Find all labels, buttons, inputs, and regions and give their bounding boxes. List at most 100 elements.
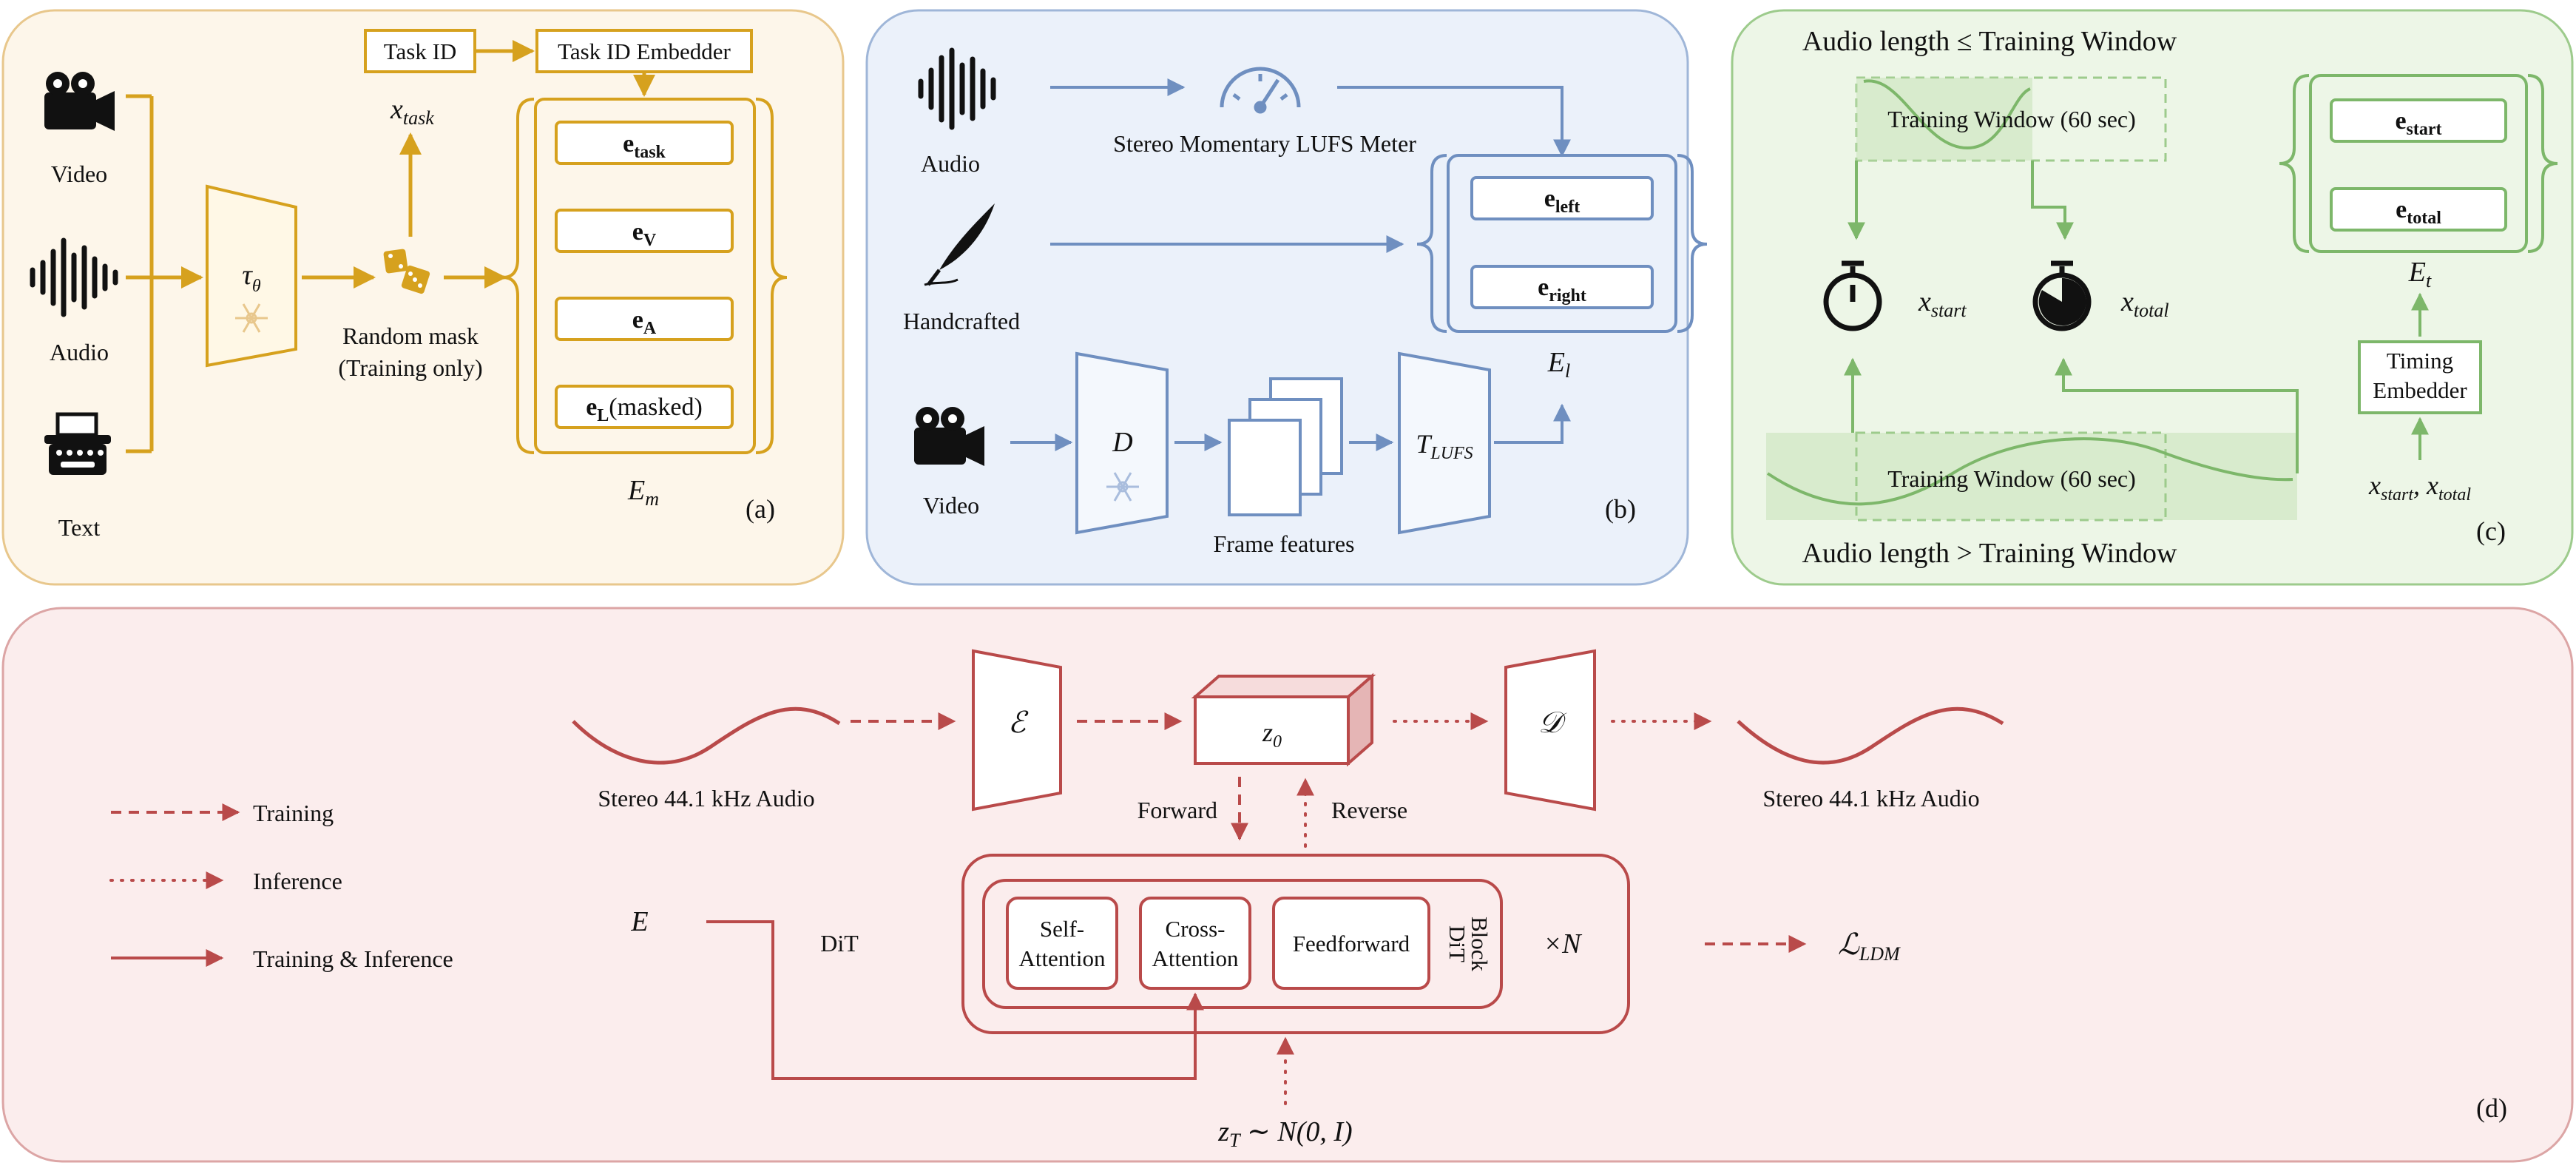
arrow-bottom-to-total — [2055, 357, 2299, 473]
e-task-box — [555, 121, 734, 165]
arrow-window-to-total — [2031, 161, 2074, 240]
random-mask-label: Random mask — [342, 323, 479, 349]
output-audio-label: Stereo 44.1 kHz Audio — [1762, 785, 1979, 812]
task-id-embedder-box — [535, 29, 753, 73]
dit-outer-frame — [961, 854, 1630, 1034]
video-encoder-trapezoid — [1075, 351, 1169, 535]
frozen-snowflake-icon-b — [1106, 472, 1139, 502]
bottom-window-label: Training Window (60 sec) — [1887, 465, 2136, 492]
E-m-label: Em — [627, 475, 659, 510]
output-audio-wave — [1737, 706, 2004, 765]
e-total-box — [2330, 187, 2507, 232]
task-id-label: Task ID — [384, 38, 457, 64]
latent-z0-label: z0 — [1262, 718, 1282, 752]
feedforward-label: Feedforward — [1293, 931, 1410, 957]
vae-encoder-label: ℰ — [1008, 706, 1029, 739]
right-brace-b — [1677, 154, 1708, 333]
text-label: Text — [58, 514, 101, 541]
frozen-snowflake-icon — [235, 303, 268, 333]
random-mask-note: (Training only) — [338, 354, 482, 381]
bottom-training-window — [1855, 431, 2167, 522]
legend-training-label: Training — [253, 800, 334, 826]
cross-attention-box — [1139, 897, 1251, 990]
E-l-label: El — [1547, 347, 1570, 382]
panel-b-tag: (b) — [1605, 494, 1636, 524]
panel-d-background — [1, 607, 2574, 1163]
panel-d: Training Inference Training & Inference … — [1, 607, 2574, 1163]
audio-waveform-icon — [918, 47, 996, 130]
timing-embedder-line1: Timing — [2387, 348, 2453, 374]
timing-embedder-line2: Embedder — [2373, 377, 2467, 403]
short-audio-title: Audio length ≤ Training Window — [1802, 26, 2177, 57]
e-a-box — [555, 297, 734, 341]
left-brace-b — [1416, 154, 1447, 333]
e-start-label: estart — [2395, 107, 2441, 139]
arrow-meter-to-embeddings — [1337, 86, 1571, 158]
cross-attention-line2: Attention — [1152, 945, 1239, 971]
handcrafted-label: Handcrafted — [903, 308, 1020, 334]
video-label-b: Video — [923, 492, 979, 519]
x-start-label: xstart — [1918, 286, 1967, 321]
e-v-label: eV — [632, 218, 657, 250]
top-audio-fill — [1856, 78, 2032, 161]
audio-label: Audio — [50, 339, 109, 365]
right-brace — [755, 98, 788, 454]
e-a-label: eA — [632, 306, 657, 338]
x-task-label: xtask — [390, 94, 434, 129]
timing-embedder-box — [2358, 340, 2482, 414]
arrow-condition-to-cross-attention — [706, 920, 1204, 1080]
encoder-tau-label: τθ — [242, 260, 261, 296]
e-left-box — [1470, 176, 1654, 220]
timing-embedding-frame — [2309, 74, 2528, 253]
lufs-meter-icon — [1220, 67, 1301, 114]
times-n-label: ×N — [1544, 928, 1583, 959]
noise-prior-label: zT ∼ N(0, I) — [1217, 1116, 1352, 1151]
panel-c-tag: (c) — [2476, 516, 2506, 546]
vae-encoder-trapezoid — [972, 649, 1062, 812]
e-l-masked-box — [555, 385, 734, 429]
audio-label-b: Audio — [921, 150, 980, 177]
latent-z0-block — [1191, 672, 1376, 767]
self-attention-box — [1006, 897, 1118, 990]
typewriter-icon — [44, 412, 111, 475]
quill-icon — [924, 203, 995, 286]
T-lufs-label: TLUFS — [1416, 429, 1473, 463]
e-left-label: eleft — [1544, 185, 1580, 217]
left-brace — [502, 98, 535, 454]
forward-label: Forward — [1137, 797, 1217, 823]
audio-waveform-icon — [30, 237, 118, 317]
arrow-T-to-El — [1494, 403, 1571, 444]
input-audio-label: Stereo 44.1 kHz Audio — [598, 785, 814, 812]
e-right-box — [1470, 265, 1654, 309]
panel-b: Audio Stereo Momentary LUFS Meter Handcr… — [865, 9, 1708, 586]
e-l-masked-label: eL(masked) — [586, 394, 703, 425]
stopwatch-total-icon — [2032, 260, 2092, 331]
self-attention-line2: Attention — [1018, 945, 1106, 971]
lufs-regressor-trapezoid — [1398, 351, 1491, 535]
D-label: D — [1112, 427, 1132, 458]
text-encoder-trapezoid — [206, 184, 297, 368]
dit-label: DiT — [820, 930, 859, 957]
loudness-embedding-frame — [1447, 154, 1677, 333]
E-t-label: Et — [2408, 257, 2432, 291]
panel-d-tag: (d) — [2476, 1093, 2507, 1123]
dit-block-frame — [982, 879, 1503, 1009]
embedding-stack-frame — [534, 98, 756, 454]
panel-a: Video Audio Text — [1, 9, 845, 586]
e-v-box — [555, 209, 734, 253]
feedforward-box — [1272, 897, 1430, 990]
x-total-label: xtotal — [2120, 286, 2169, 321]
input-audio-wave — [572, 706, 841, 765]
reverse-label: Reverse — [1331, 797, 1407, 823]
frame-features-label: Frame features — [1213, 530, 1354, 557]
panel-c: Audio length ≤ Training Window Training … — [1731, 9, 2574, 586]
top-audio-wave — [1863, 79, 2031, 150]
lufs-meter-label: Stereo Momentary LUFS Meter — [1113, 130, 1416, 157]
top-window-label: Training Window (60 sec) — [1887, 106, 2136, 132]
legend-both-label: Training & Inference — [253, 945, 453, 972]
timing-inputs-label: xstart, xtotal — [2368, 470, 2471, 505]
loss-label: ℒLDM — [1838, 928, 1901, 965]
stopwatch-start-icon — [1823, 260, 1882, 331]
right-brace-c — [2527, 74, 2558, 253]
